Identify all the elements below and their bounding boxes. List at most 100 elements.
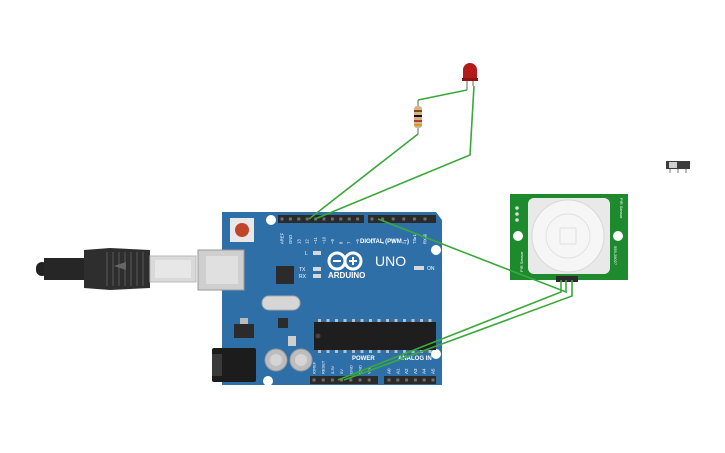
header-hole[interactable] xyxy=(423,217,427,221)
wires[interactable] xyxy=(308,85,573,381)
header-hole[interactable] xyxy=(412,217,416,221)
power-pin-label: GND xyxy=(348,365,353,374)
chip-pin xyxy=(352,350,355,353)
digital-pin-label: AREF xyxy=(280,232,285,244)
header-hole[interactable] xyxy=(405,378,409,382)
chip-pin xyxy=(386,350,389,353)
header-hole[interactable] xyxy=(431,378,435,382)
pir-label-right-2: 555-28027 xyxy=(613,246,618,266)
dc-jack xyxy=(212,348,256,382)
regulator xyxy=(234,324,254,338)
wire-5v-pir xyxy=(337,280,562,381)
wire-pin7-pir xyxy=(377,218,567,294)
digital-pin-label: ~5 xyxy=(370,239,375,244)
wire-gnd-resistor xyxy=(308,133,419,220)
chip-pin xyxy=(343,319,347,322)
analog-pin-label: A3 xyxy=(413,368,418,374)
l-led xyxy=(313,251,321,255)
usb-cable-icon[interactable] xyxy=(36,248,197,290)
rx-led xyxy=(313,274,321,278)
header-hole[interactable] xyxy=(288,217,292,221)
rx-label: RX xyxy=(299,274,307,280)
digital-pin-label: 13 xyxy=(296,239,301,244)
chip-pin xyxy=(352,319,355,322)
chip-pin xyxy=(318,350,321,353)
header-hole[interactable] xyxy=(356,217,360,221)
header-hole[interactable] xyxy=(367,378,371,382)
digital-pin-label: GND xyxy=(288,235,293,244)
chip-pin xyxy=(377,350,381,353)
digital-pin-label: ~11 xyxy=(313,237,318,244)
header-hole[interactable] xyxy=(422,378,426,382)
pir-label-left: PIR Sensor xyxy=(519,251,524,272)
tx-led xyxy=(313,267,321,271)
reset-button-icon[interactable] xyxy=(230,218,254,242)
digital-pin-label: TX▸1 xyxy=(412,234,417,244)
digital-pin-label: 4 xyxy=(380,241,385,244)
wire-pin13-led xyxy=(314,85,475,220)
on-label: ON xyxy=(427,266,435,272)
header-hole[interactable] xyxy=(347,217,351,221)
brand-label: ARDUINO xyxy=(328,271,365,280)
wire-gnd-pir xyxy=(343,280,573,381)
header-hole[interactable] xyxy=(312,378,316,382)
header-hole[interactable] xyxy=(413,378,417,382)
header-hole[interactable] xyxy=(339,217,343,221)
header-hole[interactable] xyxy=(322,217,326,221)
header-hole[interactable] xyxy=(340,378,344,382)
header-hole[interactable] xyxy=(358,378,362,382)
chip-pin xyxy=(403,350,406,353)
chip-pin xyxy=(369,350,372,353)
header-hole[interactable] xyxy=(280,217,284,221)
header-hole[interactable] xyxy=(297,217,301,221)
usb-chip xyxy=(276,266,294,284)
chip-pin xyxy=(428,319,432,322)
chip-pin xyxy=(394,350,398,353)
pir-sensor[interactable]: PIR Sensor PIR Sensor 555-28027 xyxy=(510,194,628,282)
header-hole[interactable] xyxy=(330,217,334,221)
mounting-hole xyxy=(431,245,441,255)
chip-pin xyxy=(377,319,381,322)
digital-pin-label: ~10 xyxy=(322,236,327,244)
header-hole[interactable] xyxy=(402,217,406,221)
header-hole[interactable] xyxy=(381,217,385,221)
chip-pin xyxy=(335,319,338,322)
analog-pin-label: A1 xyxy=(395,368,400,374)
chip-pin xyxy=(411,350,415,353)
atmega-chip xyxy=(314,319,436,353)
power-header-label: POWER xyxy=(352,356,375,362)
power-header[interactable] xyxy=(310,376,436,384)
header-hole[interactable] xyxy=(391,217,395,221)
chip-pin xyxy=(343,350,347,353)
power-pin-label: IOREF xyxy=(312,361,317,374)
chip-pin xyxy=(360,319,364,322)
header-hole[interactable] xyxy=(330,378,334,382)
header-hole[interactable] xyxy=(387,378,391,382)
header-hole[interactable] xyxy=(305,217,309,221)
chip-pin xyxy=(394,319,398,322)
digital-header[interactable] xyxy=(278,215,436,223)
chip-pin xyxy=(386,319,389,322)
led-icon[interactable] xyxy=(462,63,478,90)
chip-pin xyxy=(318,319,321,322)
chip-pin xyxy=(360,350,364,353)
pir-label-right-1: PIR Sensor xyxy=(619,198,624,219)
digital-pin-label: ~6 xyxy=(355,239,360,244)
header-hole[interactable] xyxy=(321,378,325,382)
header-hole[interactable] xyxy=(349,378,353,382)
digital-header-label: DIGITAL (PWM ~) xyxy=(360,239,409,245)
analog-header-label: ANALOG IN xyxy=(398,356,432,362)
chip-pin xyxy=(326,350,330,353)
resistor-icon[interactable] xyxy=(414,100,422,134)
chip-pin xyxy=(326,319,330,322)
header-hole[interactable] xyxy=(370,217,374,221)
chip-pin xyxy=(403,319,406,322)
slide-switch-icon[interactable] xyxy=(666,161,690,173)
l-label: L xyxy=(305,251,308,257)
header-hole[interactable] xyxy=(396,378,400,382)
chip-pin xyxy=(420,319,423,322)
